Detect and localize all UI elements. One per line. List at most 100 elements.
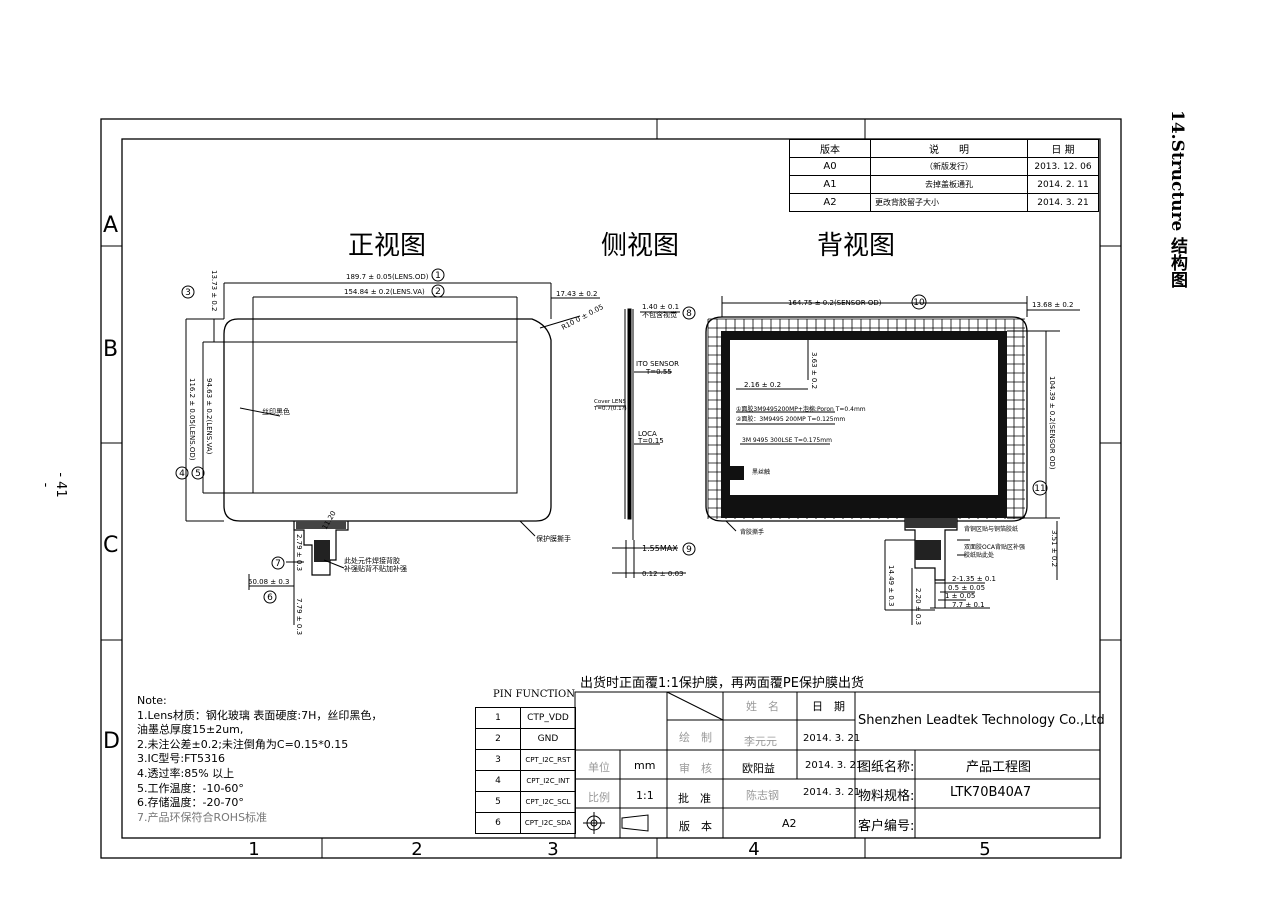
balloon-1-label: 1 [435, 271, 441, 281]
balloon-9 [682, 542, 696, 556]
rev-desc: 更改背胶留子大小 [870, 193, 1028, 212]
pin-no: 4 [475, 770, 521, 792]
dim-side-2: 1.55MAX [642, 544, 678, 553]
row-label-d: D [103, 729, 120, 754]
dim-side-1: 1.40 ± 0.1 [642, 303, 679, 311]
pin-name: GND [520, 728, 576, 750]
balloon-6-label: 6 [267, 593, 273, 603]
customer-label: 客户编号: [858, 819, 915, 834]
tape-note-2: ②面胶：3M9495 200MP T=0.125mm [736, 415, 845, 423]
pin-name: CPT_I2C_RST [520, 749, 576, 771]
pin-no: 2 [475, 728, 521, 750]
pin-no: 6 [475, 812, 521, 834]
revision-table: 版本 说 明 日 期 A0 （新版发行） 2013. 12. 06 A1 去掉盖… [789, 139, 1099, 212]
balloon-10-label: 10 [913, 298, 925, 308]
fpc-note-1: 此处元件焊接背胶 [344, 556, 400, 565]
rev-date: 2014. 2. 11 [1027, 175, 1099, 194]
balloon-5-label: 5 [195, 469, 201, 479]
tb-scale-value: 1:1 [636, 789, 654, 802]
pin-name: CTP_VDD [520, 707, 576, 729]
notes-block: Note: 1.Lens材质：钢化玻璃 表面硬度:7H，丝印黑色， 油墨总厚度1… [137, 694, 467, 825]
note-line: 油墨总厚度15±2um, [137, 723, 244, 737]
spec-label: 物料规格: [858, 789, 915, 804]
tb-date-header: 日 期 [812, 700, 845, 713]
front-view-title: 正视图 [348, 231, 426, 261]
spec-value: LTK70B40A7 [950, 785, 1032, 800]
silk-label: 丝印黑色 [262, 407, 290, 416]
back-view [705, 296, 1080, 625]
rev-version: A0 [789, 157, 871, 176]
balloon-2 [431, 284, 445, 298]
projection-symbol-icon [583, 812, 649, 834]
balloon-11 [1032, 480, 1048, 496]
tb-draw-label: 绘 制 [679, 731, 712, 744]
loca-label: LOCA [638, 430, 657, 438]
rev-desc: （新版发行） [870, 157, 1028, 176]
dim-front-3: 17.43 ± 0.2 [556, 290, 598, 298]
notes-title: Note: [137, 694, 167, 707]
dim-side-1b: 不包含视觉 [642, 310, 677, 319]
row-label-b: B [103, 337, 118, 362]
front-view [185, 282, 600, 625]
loca-thickness: T=0.15 [637, 437, 664, 445]
dim-front-5: R10 0 ± 0.05 [560, 303, 605, 332]
pin-table-title: PIN FUNCTION [493, 689, 575, 700]
tb-check-label: 审 核 [679, 762, 712, 775]
dim-back-8: 0.5 ± 0.05 [948, 584, 985, 592]
tape-note-1: ①面胶3M9495200MP+泡棉:Poron T=0.4mm [736, 405, 866, 413]
tb-approve-label: 批 准 [678, 792, 711, 805]
rev-header-date: 日 期 [1027, 139, 1099, 158]
dim-front-8: 50.08 ± 0.3 [248, 578, 290, 586]
rev-header-desc: 说 明 [870, 139, 1028, 158]
note-line: 4.透过率:85% 以上 [137, 766, 235, 780]
section-title: 14.Structure 结构图 [1167, 110, 1187, 289]
pin-name: CPT_I2C_SCL [520, 791, 576, 813]
tb-approver: 陈志钢 [746, 789, 779, 802]
dim-back-1: 164.75 ± 0.2(SENSOR OD) [788, 299, 882, 307]
rev-date: 2013. 12. 06 [1027, 157, 1099, 176]
rev-version: A2 [789, 193, 871, 212]
rev-date: 2014. 3. 21 [1027, 193, 1099, 212]
balloon-5 [191, 466, 205, 480]
pin-no: 1 [475, 707, 521, 729]
balloon-8-label: 8 [686, 309, 692, 319]
dim-front-4: 13.73 ± 0.2 [210, 270, 218, 312]
tb-unit-label: 单位 [588, 761, 610, 774]
tb-unit-value: mm [634, 759, 656, 772]
note-line: 1.Lens材质：钢化玻璃 表面硬度:7H，丝印黑色， [137, 708, 383, 722]
balloon-2-label: 2 [435, 287, 441, 297]
dim-front-1: 189.7 ± 0.05(LENS.OD) [346, 273, 429, 281]
dim-back-2: 13.68 ± 0.2 [1032, 301, 1074, 309]
note-line: 2.未注公差±0.2;未注倒角为C=0.15*0.15 [137, 737, 349, 751]
dim-back-10: 7.7 ± 0.1 [952, 601, 985, 609]
dim-front-9: 2.79 ± 0.3 [295, 534, 303, 571]
ito-thickness: T=0.55 [645, 368, 672, 376]
note-line: 3.IC型号:FT5316 [137, 752, 225, 766]
dim-front-2: 154.84 ± 0.2(LENS.VA) [344, 288, 425, 296]
dim-back-5: 104.39 ± 0.2(SENSOR OD) [1048, 376, 1056, 470]
black-silk-label: 黑丝触 [752, 468, 770, 476]
fpc-note-2: 补强贴背不贴加补强 [344, 564, 407, 573]
balloon-8 [682, 306, 696, 320]
dim-back-9: 1 ± 0.05 [945, 592, 975, 600]
cover-lens-thickness: T=0.7(0.1?) [593, 406, 627, 412]
shipping-note: 出货时正面覆1:1保护膜，再两面覆PE保护膜出货 [580, 675, 864, 691]
balloon-7-label: 7 [275, 559, 281, 569]
balloon-3-label: 3 [185, 288, 191, 298]
col-label-1: 1 [248, 839, 259, 860]
ito-sensor-label: ITO SENSOR [636, 360, 679, 368]
balloon-6 [263, 590, 277, 604]
drawing-name-value: 产品工程图 [966, 760, 1032, 775]
protect-film-label: 保护膜撕手 [536, 534, 571, 543]
balloon-4 [175, 466, 189, 480]
pin-name: CPT_I2C_INT [520, 770, 576, 792]
balloon-9-label: 9 [686, 545, 692, 555]
rev-header-version: 版本 [789, 139, 871, 158]
outer-frame [100, 118, 1122, 859]
tb-drawer: 李元元 [744, 735, 777, 748]
side-view [596, 308, 686, 578]
cover-lens-label: Cover LENS [594, 399, 627, 405]
note-line: 7.产品环保符合ROHS标准 [137, 810, 268, 824]
